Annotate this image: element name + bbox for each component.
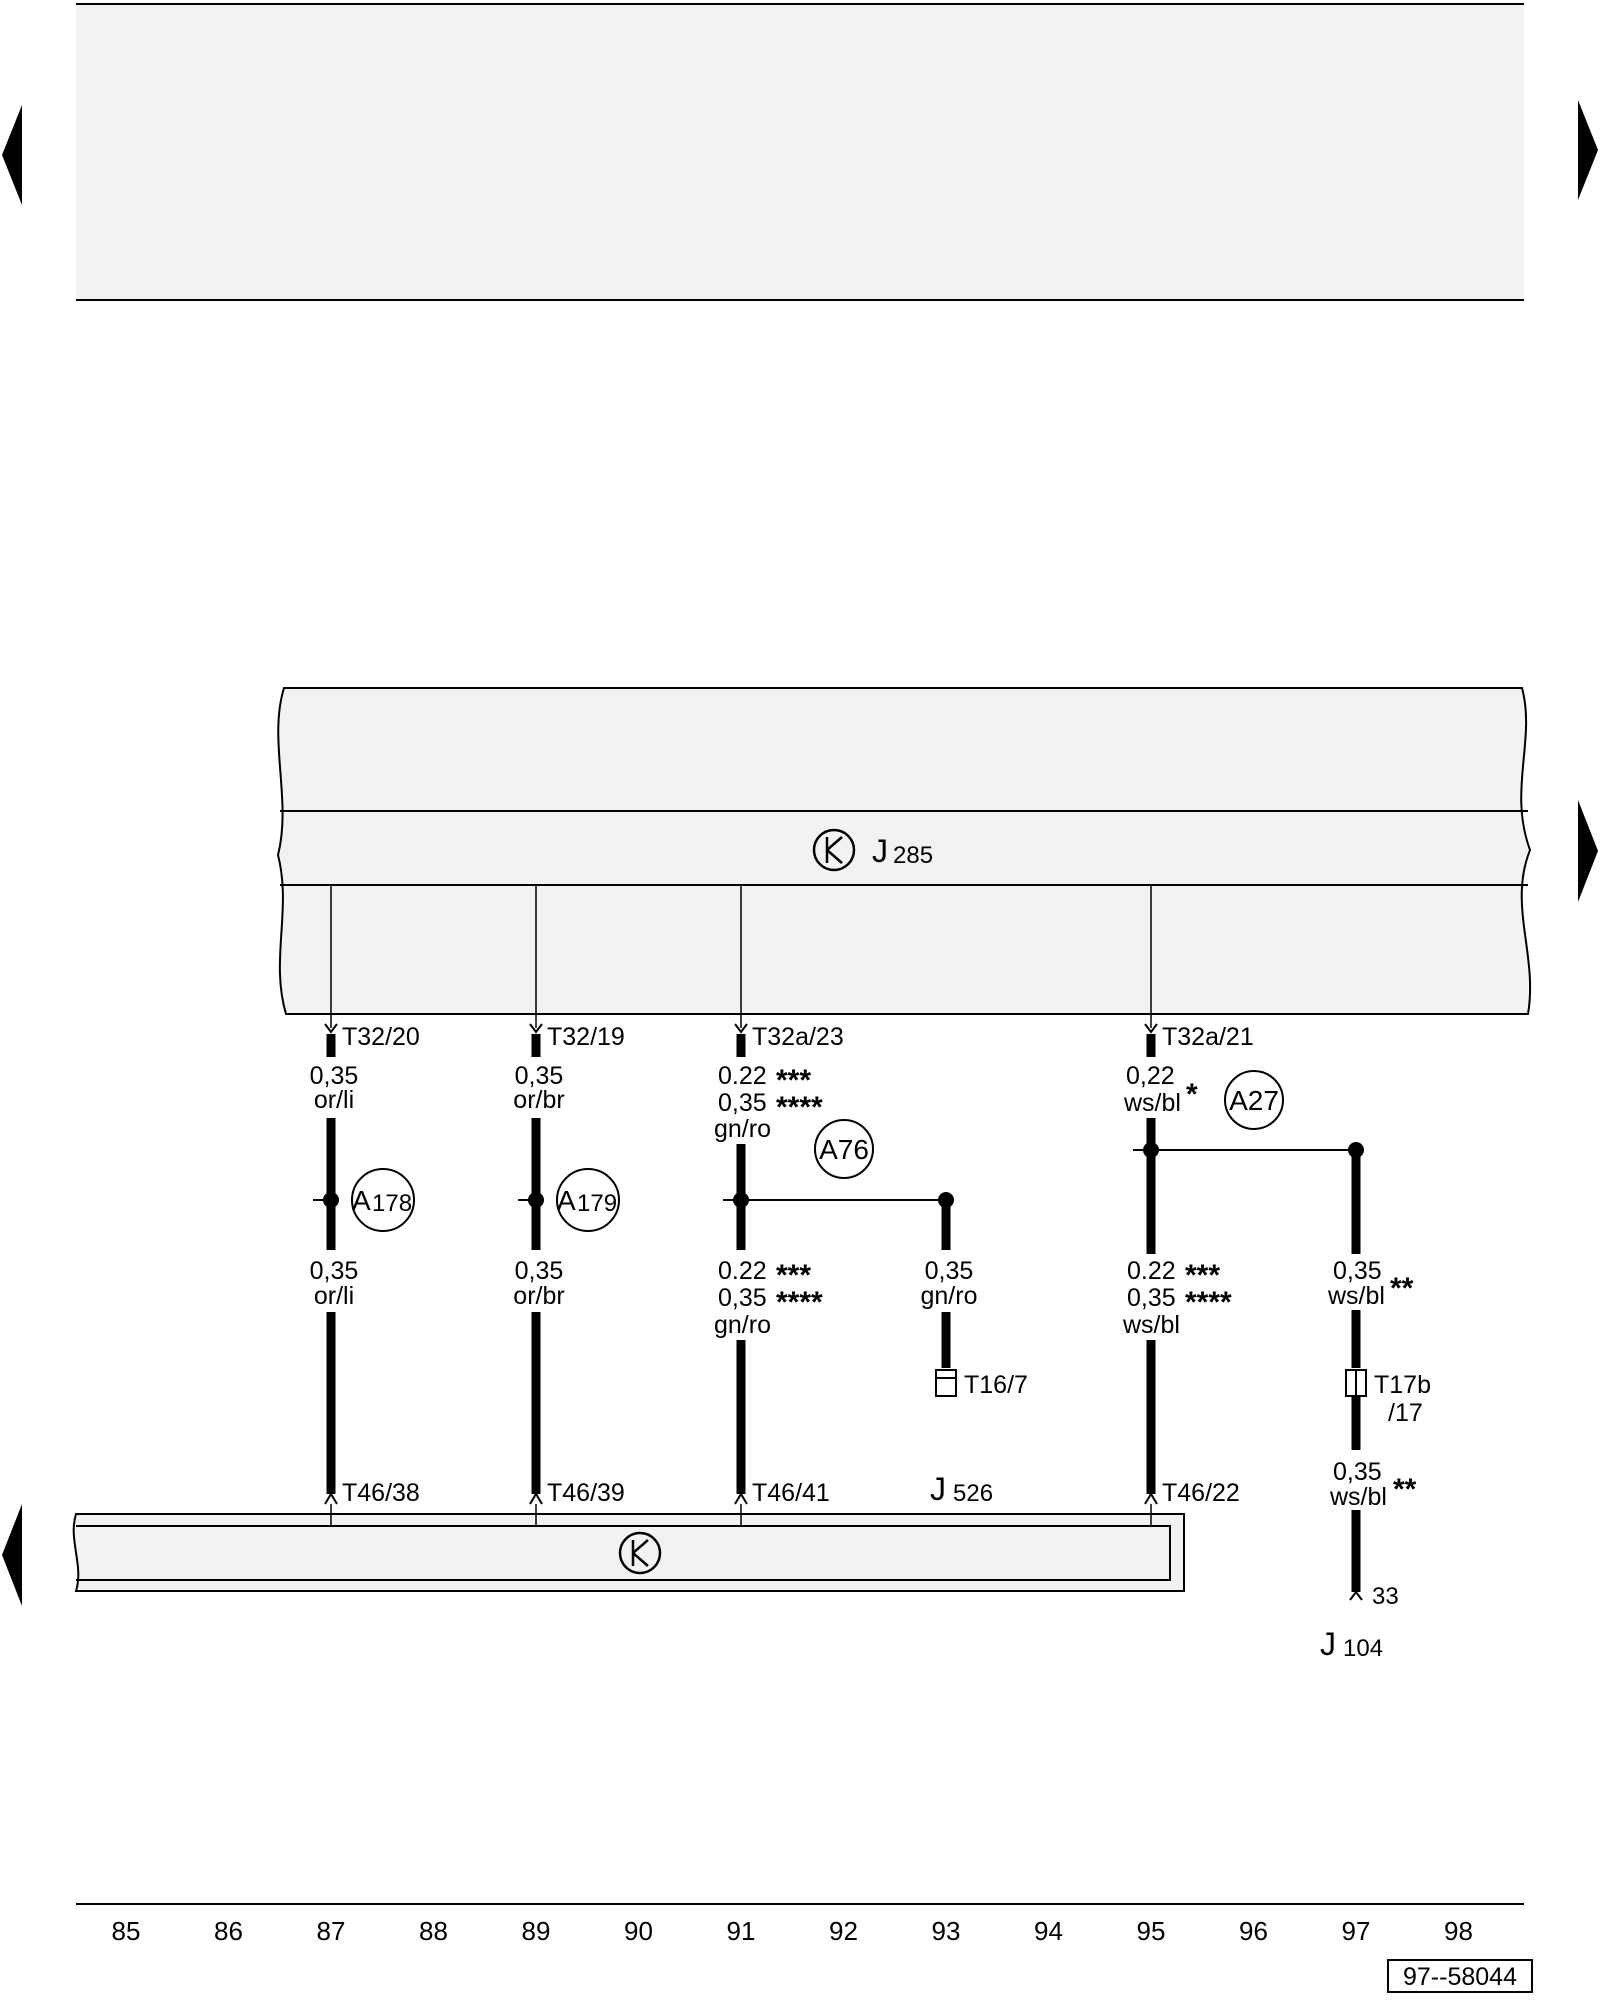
conn-t32-19: T32/19: [547, 1023, 625, 1051]
w97-mid-stars: **: [1390, 1272, 1414, 1305]
t16-7-connector-icon: [935, 1369, 957, 1397]
axis-label-87: 87: [317, 1916, 346, 1946]
w91-top-size2: 0,35: [718, 1089, 767, 1117]
nav-arrow-right-mid-icon[interactable]: [1578, 800, 1598, 902]
w89-top-size: 0,35: [515, 1062, 564, 1090]
k-symbol-j526-icon: [618, 1531, 662, 1575]
j285-internal-leads: [330, 885, 1152, 1028]
nav-arrow-left-bottom-icon[interactable]: [2, 1504, 22, 1606]
w91-top-color: gn/ro: [714, 1115, 771, 1143]
axis-label-85: 85: [112, 1916, 141, 1946]
conn-t32-20: T32/20: [342, 1023, 420, 1051]
w91-bot-size1: 0.22: [718, 1257, 767, 1285]
w97-bot-color: ws/bl: [1329, 1483, 1387, 1511]
w95-bot-color: ws/bl: [1122, 1311, 1180, 1339]
a76-label: A76: [819, 1134, 869, 1165]
w87-bot-size: 0,35: [310, 1257, 359, 1285]
w95-top-stars: *: [1186, 1078, 1198, 1111]
conn-t46-41: T46/41: [752, 1479, 830, 1507]
j285-number: 285: [893, 842, 933, 869]
j285-letter: J: [872, 833, 888, 869]
j526-letter: J: [930, 1471, 946, 1507]
w89-bot-size: 0,35: [515, 1257, 564, 1285]
w95-bot-stars2: ****: [1185, 1286, 1232, 1319]
conn-t17b: T17b: [1374, 1371, 1431, 1399]
w91-bot-stars2: ****: [776, 1286, 823, 1319]
w87-top-size: 0,35: [310, 1062, 359, 1090]
splice-a27: A27: [1224, 1070, 1284, 1130]
w87-bot-color: or/li: [314, 1282, 354, 1310]
j526-internal-leads: [330, 1504, 1152, 1526]
w95-bot-size1: 0.22: [1127, 1257, 1176, 1285]
conn-pin-33: 33: [1372, 1583, 1399, 1610]
j104-letter: J: [1320, 1626, 1336, 1662]
axis-label-88: 88: [419, 1916, 448, 1946]
axis-label-92: 92: [829, 1916, 858, 1946]
w95-bot-size2: 0,35: [1127, 1284, 1176, 1312]
axis-label-98: 98: [1444, 1916, 1473, 1946]
conn-t17b-pin: /17: [1388, 1399, 1423, 1427]
j526-number: 526: [953, 1480, 993, 1507]
j104-number: 104: [1343, 1635, 1383, 1662]
conn-t46-38: T46/38: [342, 1479, 420, 1507]
w91-top-size1: 0.22: [718, 1062, 767, 1090]
w93-size: 0,35: [925, 1257, 974, 1285]
a27-label: A27: [1229, 1085, 1279, 1116]
a179-number: 179: [577, 1190, 617, 1217]
a179-letter: A: [557, 1185, 576, 1216]
axis-label-95: 95: [1137, 1916, 1166, 1946]
w89-bot-color: or/br: [513, 1282, 564, 1310]
doc-id-box: 97--58044: [1387, 1959, 1533, 1993]
t17b-connector-icon: [1345, 1369, 1367, 1397]
w91-bot-color: gn/ro: [714, 1311, 771, 1339]
w91-top-stars2: ****: [776, 1091, 823, 1124]
header-band: [76, 3, 1524, 301]
j526-control-unit: [72, 1513, 1185, 1592]
w91-bot-stars1: ***: [776, 1259, 811, 1292]
w93-color: gn/ro: [921, 1282, 978, 1310]
w95-bot-stars1: ***: [1185, 1259, 1220, 1292]
axis-label-97: 97: [1342, 1916, 1371, 1946]
axis-label-90: 90: [624, 1916, 653, 1946]
w97-mid-size: 0,35: [1333, 1257, 1382, 1285]
w97-mid-color: ws/bl: [1327, 1282, 1385, 1310]
splice-a178: A 178: [351, 1168, 415, 1232]
axis-label-91: 91: [727, 1916, 756, 1946]
axis-label-93: 93: [932, 1916, 961, 1946]
conn-t46-22: T46/22: [1162, 1479, 1240, 1507]
j285-control-unit: J 285: [276, 687, 1532, 1015]
k-symbol-j285-icon: [812, 828, 856, 872]
splice-a179: A 179: [556, 1168, 620, 1232]
axis-labels: 85 86 87 88 89 90 91 92 93 94 95 96 97 98: [112, 1916, 1473, 1946]
nav-arrow-right-top-icon[interactable]: [1578, 100, 1598, 200]
a178-letter: A: [352, 1185, 371, 1216]
axis-label-89: 89: [522, 1916, 551, 1946]
splice-dots: [323, 1142, 1364, 1208]
conn-t16-7: T16/7: [964, 1371, 1028, 1399]
w89-top-color: or/br: [513, 1086, 564, 1114]
w87-top-color: or/li: [314, 1086, 354, 1114]
conn-t32a-21: T32a/21: [1162, 1023, 1254, 1051]
axis-label-86: 86: [214, 1916, 243, 1946]
w97-bot-size: 0,35: [1333, 1458, 1382, 1486]
wires: [326, 1034, 1361, 1592]
axis-label-96: 96: [1239, 1916, 1268, 1946]
connector-pins-top: [324, 1023, 1158, 1034]
w95-top-color: ws/bl: [1123, 1089, 1181, 1117]
w91-bot-size2: 0,35: [718, 1284, 767, 1312]
w91-top-stars1: ***: [776, 1064, 811, 1097]
splice-a76: A76: [814, 1119, 874, 1179]
w95-top-size: 0,22: [1126, 1062, 1175, 1090]
axis-label-94: 94: [1034, 1916, 1063, 1946]
w97-bot-stars: **: [1393, 1473, 1417, 1506]
nav-arrow-left-top-icon[interactable]: [2, 105, 22, 205]
conn-t32a-23: T32a/23: [752, 1023, 844, 1051]
connector-pins-bottom: [324, 1492, 1363, 1601]
a178-number: 178: [372, 1190, 412, 1217]
conn-t46-39: T46/39: [547, 1479, 625, 1507]
doc-id: 97--58044: [1403, 1963, 1517, 1991]
